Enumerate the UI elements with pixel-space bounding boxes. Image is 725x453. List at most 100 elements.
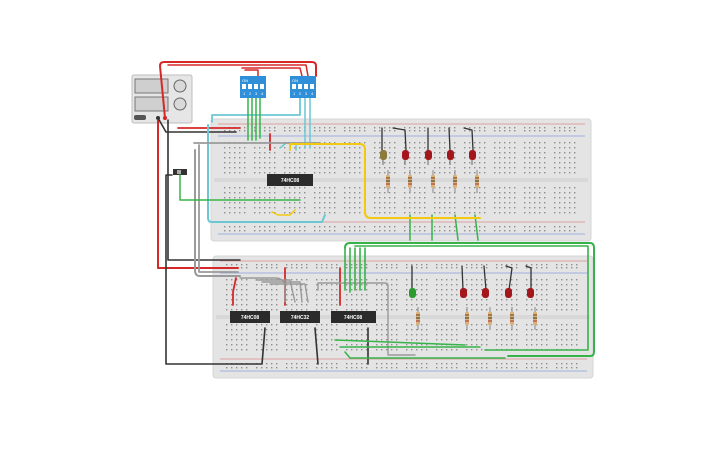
breadboard-hole (514, 127, 516, 129)
breadboard-hole (441, 339, 443, 341)
dip-switch-1[interactable]: ON 1 2 3 4 (240, 76, 266, 98)
breadboard-hole (271, 334, 273, 336)
led-bottom-5-body[interactable] (527, 288, 534, 298)
breadboard-hole (254, 157, 256, 159)
power-supply-knob-1[interactable] (173, 79, 187, 93)
breadboard-hole (524, 207, 526, 209)
chip-1-body[interactable] (267, 174, 313, 186)
led-bottom-5[interactable] (527, 288, 534, 298)
dip-switch-2-lever-2[interactable] (298, 84, 302, 89)
breadboard-hole (391, 344, 393, 346)
breadboard-hole (269, 230, 271, 232)
breadboard-hole (524, 167, 526, 169)
resistor-bottom-1[interactable] (416, 307, 420, 330)
resistor-top-3[interactable] (431, 170, 435, 193)
dip-switch-1-body[interactable] (240, 76, 266, 98)
power-supply-knob-2[interactable] (173, 97, 187, 111)
breadboard-hole (396, 267, 398, 269)
chip-2-body[interactable] (230, 311, 270, 323)
breadboard-hole (406, 289, 408, 291)
breadboard-hole (329, 226, 331, 228)
breadboard-hole (284, 192, 286, 194)
chip-1[interactable]: 74HC08 (267, 174, 313, 186)
resistor-top-4[interactable] (453, 170, 457, 193)
breadboard-hole (566, 294, 568, 296)
led-bottom-1[interactable] (409, 288, 416, 298)
wire-red-3 (167, 64, 309, 77)
breadboard-hole (531, 264, 533, 266)
dip-switch-2-body[interactable] (290, 76, 316, 98)
breadboard-hole (419, 162, 421, 164)
breadboard-hole (389, 167, 391, 169)
led-bottom-2[interactable] (460, 288, 467, 298)
breadboard-hole (379, 187, 381, 189)
dip-switch-2-lever-1[interactable] (292, 84, 296, 89)
led-bottom-4[interactable] (505, 288, 512, 298)
chip-3[interactable]: 74HC32 (280, 311, 320, 323)
led-top-1-body[interactable] (380, 150, 387, 160)
breadboard-hole (531, 324, 533, 326)
resistor-top-5[interactable] (475, 170, 479, 193)
breadboard-hole (426, 304, 428, 306)
resistor-bottom-4[interactable] (510, 307, 514, 330)
breadboard-hole (541, 294, 543, 296)
chip-4-body[interactable] (331, 311, 376, 323)
breadboard-bottom (212, 255, 594, 379)
resistor-top-1[interactable] (386, 170, 390, 193)
breadboard-hole (561, 304, 563, 306)
led-top-2-body[interactable] (402, 150, 409, 160)
breadboard-hole (476, 349, 478, 351)
led-top-5[interactable] (469, 150, 476, 165)
breadboard-hole (239, 130, 241, 132)
breadboard-hole (296, 294, 298, 296)
breadboard-hole (499, 130, 501, 132)
resistor-bottom-3[interactable] (488, 307, 492, 330)
slide-switch-icon[interactable] (173, 169, 187, 175)
breadboard-hole (239, 162, 241, 164)
breadboard-hole (571, 264, 573, 266)
breadboard-hole (451, 309, 453, 311)
led-top-4[interactable] (447, 150, 454, 165)
dip-switch-2-levers[interactable] (292, 84, 314, 89)
breadboard-hole (441, 329, 443, 331)
breadboard-hole (301, 279, 303, 281)
resistor-top-2[interactable] (408, 170, 412, 193)
led-bottom-1-body[interactable] (409, 288, 416, 298)
led-top-2[interactable] (402, 150, 409, 165)
led-top-4-body[interactable] (447, 150, 454, 160)
power-supply-icon[interactable] (131, 74, 193, 124)
dip-switch-1-lever-2[interactable] (248, 84, 252, 89)
breadboard-hole (529, 127, 531, 129)
chip-3-body[interactable] (280, 311, 320, 323)
breadboard-hole (541, 334, 543, 336)
led-bottom-4-body[interactable] (505, 288, 512, 298)
chip-2[interactable]: 74HC08 (230, 311, 270, 323)
breadboard-hole (421, 363, 423, 365)
chip-4[interactable]: 74HC08 (331, 311, 376, 323)
led-bottom-2-body[interactable] (460, 288, 467, 298)
led-top-3-body[interactable] (425, 150, 432, 160)
dip-switch-1-lever-1[interactable] (242, 84, 246, 89)
resistor-bottom-2[interactable] (465, 307, 469, 330)
slide-switch-knob[interactable] (177, 170, 181, 174)
resistor-bottom-5[interactable] (533, 307, 537, 330)
breadboard-hole (466, 349, 468, 351)
led-top-5-body[interactable] (469, 150, 476, 160)
dip-switch-1-lever-3[interactable] (254, 84, 258, 89)
led-top-3[interactable] (425, 150, 432, 165)
breadboard-hole (324, 207, 326, 209)
dip-switch-1-lever-4[interactable] (260, 84, 264, 89)
breadboard-hole (236, 339, 238, 341)
breadboard-hole (559, 226, 561, 228)
breadboard-hole (321, 324, 323, 326)
dip-switch-2-lever-4[interactable] (310, 84, 314, 89)
led-top-1[interactable] (380, 150, 387, 165)
dip-switch-2-lever-3[interactable] (304, 84, 308, 89)
breadboard-hole (531, 367, 533, 369)
breadboard-hole (526, 324, 528, 326)
led-bottom-3-body[interactable] (482, 288, 489, 298)
dip-switch-2[interactable]: ON 1 2 3 4 (290, 76, 316, 98)
dip-switch-1-levers[interactable] (242, 84, 264, 89)
led-bottom-3[interactable] (482, 288, 489, 298)
breadboard-hole (566, 264, 568, 266)
